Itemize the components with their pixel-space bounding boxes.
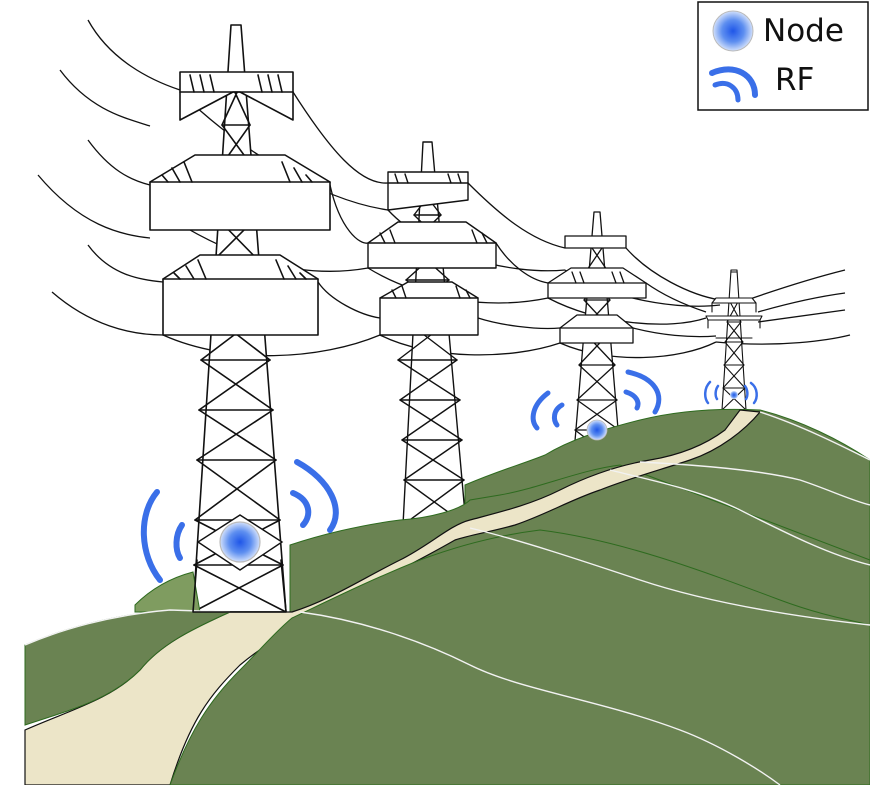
node-icon	[586, 419, 608, 441]
rf-wave-icon	[749, 381, 758, 405]
legend-rf-icon	[709, 66, 758, 103]
wire	[329, 184, 369, 244]
wire	[317, 281, 381, 319]
terrain	[24, 408, 870, 785]
rf-waves-tower-3	[530, 369, 662, 431]
rf-wave-icon	[173, 522, 185, 561]
rf-wave-icon	[704, 380, 712, 405]
rf-wave-icon	[623, 389, 641, 411]
ridge-line	[469, 527, 870, 626]
ridge-line	[609, 469, 870, 566]
wire	[162, 334, 381, 357]
wire	[547, 297, 707, 325]
wire	[632, 327, 717, 338]
wire	[757, 309, 846, 323]
rf-wave-icon	[551, 402, 565, 428]
rf-wave-icon	[294, 459, 339, 533]
wire	[757, 292, 846, 313]
wire	[87, 19, 181, 91]
legend-node-label: Node	[763, 13, 844, 49]
wire	[495, 242, 549, 284]
ridge-line	[299, 611, 781, 785]
wire	[87, 139, 151, 186]
node-tower-3	[586, 419, 608, 441]
wire	[477, 317, 561, 330]
tower-2	[367, 141, 497, 526]
legend-node-icon	[712, 10, 754, 52]
wire	[379, 334, 561, 356]
node-icon	[219, 521, 261, 563]
wire	[37, 174, 151, 239]
tower-1-base	[192, 559, 287, 613]
rf-wave-icon	[714, 384, 720, 401]
legend: Node RF	[697, 1, 869, 111]
wire	[292, 91, 389, 184]
wire	[467, 182, 566, 249]
rf-wave-icon	[290, 490, 312, 528]
rf-wave-icon	[140, 489, 163, 583]
node-tower-far	[730, 391, 738, 399]
foreground-hill	[169, 529, 870, 785]
wire	[87, 244, 164, 283]
tower-3	[547, 211, 647, 466]
rf-waves-tower-far	[704, 380, 758, 405]
left-hill-bump	[134, 571, 201, 613]
rf-waves-tower-1	[140, 459, 339, 583]
ridge-line	[639, 461, 870, 506]
wire	[59, 69, 151, 127]
wire	[645, 282, 707, 313]
rf-wave-icon	[625, 369, 662, 415]
rf-wave-icon	[743, 384, 749, 401]
node-icon	[730, 391, 738, 399]
tower-far	[705, 269, 763, 411]
wire	[746, 269, 846, 301]
tower-1	[149, 24, 331, 613]
ridge-line	[24, 609, 231, 646]
rf-wave-icon	[530, 390, 551, 431]
wire	[625, 247, 721, 301]
wire	[51, 291, 164, 336]
wire	[559, 341, 717, 359]
ridge-line	[759, 411, 870, 461]
node-tower-1	[196, 514, 284, 571]
legend-rf-label: RF	[775, 62, 814, 98]
